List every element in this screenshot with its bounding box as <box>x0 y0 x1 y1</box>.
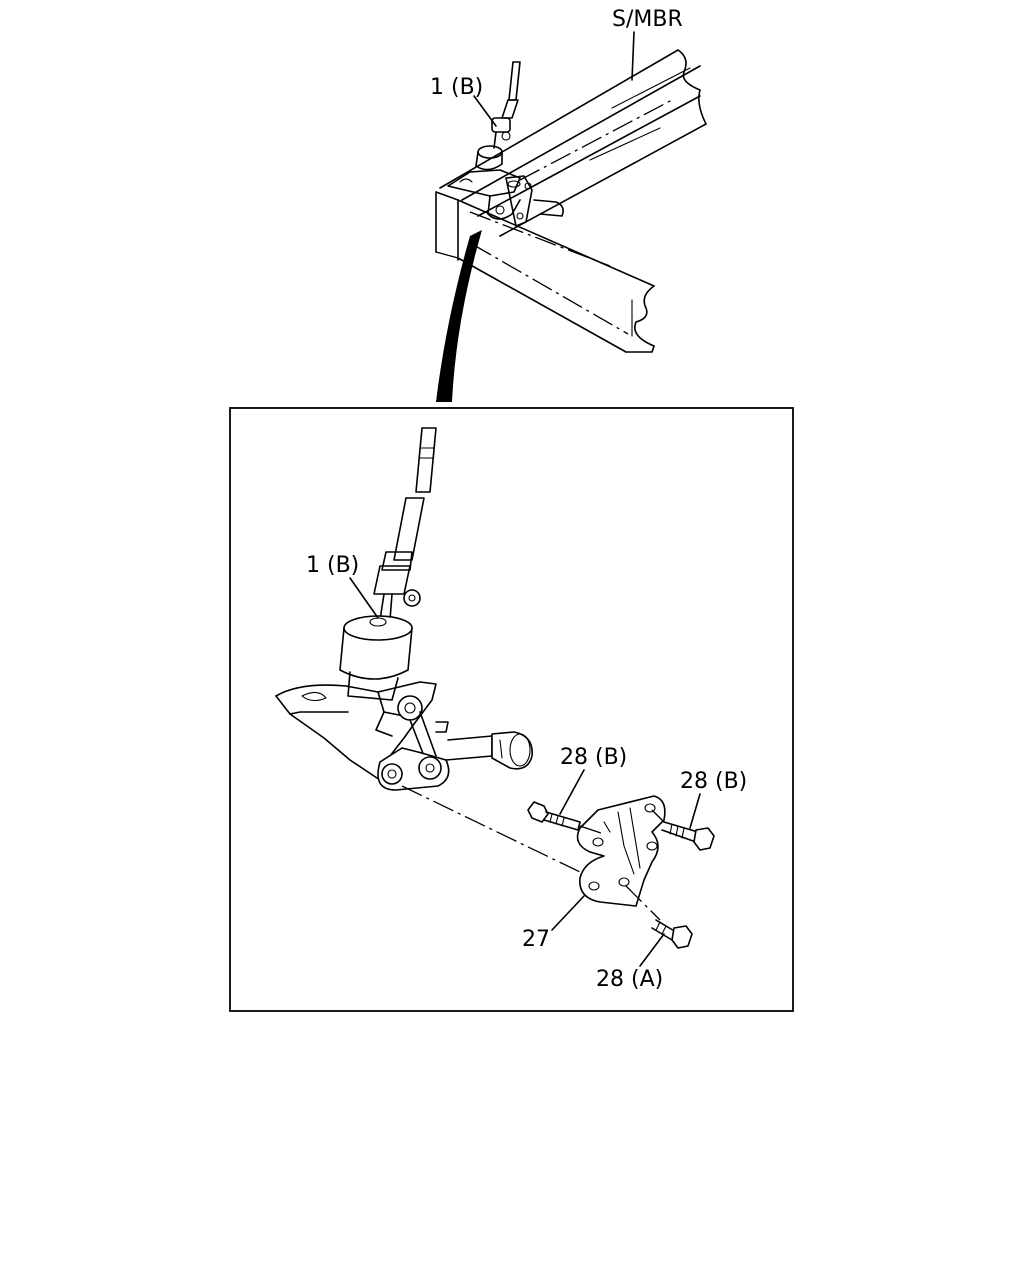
cross-member <box>435 99 673 353</box>
bolt-b-right-leader <box>689 793 701 829</box>
bracket-label-leader <box>551 895 585 931</box>
detail-frame <box>229 407 794 1012</box>
shifter-label: 1 (B) <box>306 553 359 578</box>
alignment-line <box>401 785 581 873</box>
bolt-28a <box>625 885 693 949</box>
shifter-overview <box>447 61 564 227</box>
bolt-a-leader <box>639 933 665 967</box>
shifter-base <box>275 681 533 791</box>
part-label-leader-overview <box>473 95 497 127</box>
shifter-housing <box>339 615 413 701</box>
mounting-bracket <box>576 795 666 907</box>
bracket-label: 27 <box>522 927 550 952</box>
bolt-28b-left <box>527 801 605 835</box>
bolt-28b-right <box>651 809 715 851</box>
frame-overview: S/MBR 1 (B) <box>430 7 707 402</box>
shifter-label-leader <box>349 577 379 619</box>
bolt-b-left-label: 28 (B) <box>560 745 627 770</box>
bolt-a-label: 28 (A) <box>596 967 663 992</box>
frame-label: S/MBR <box>612 7 683 32</box>
leader-wedge <box>436 230 482 402</box>
bolt-b-left-leader <box>559 769 585 815</box>
frame-label-leader <box>631 31 635 81</box>
part-label-overview: 1 (B) <box>430 75 483 100</box>
detail-view: 1 (B) 28 (B) 28 (B) 27 28 (A) <box>275 427 747 992</box>
shift-lever-rod <box>373 427 437 621</box>
bolt-b-right-label: 28 (B) <box>680 769 747 794</box>
sub-member-rail <box>439 49 707 237</box>
